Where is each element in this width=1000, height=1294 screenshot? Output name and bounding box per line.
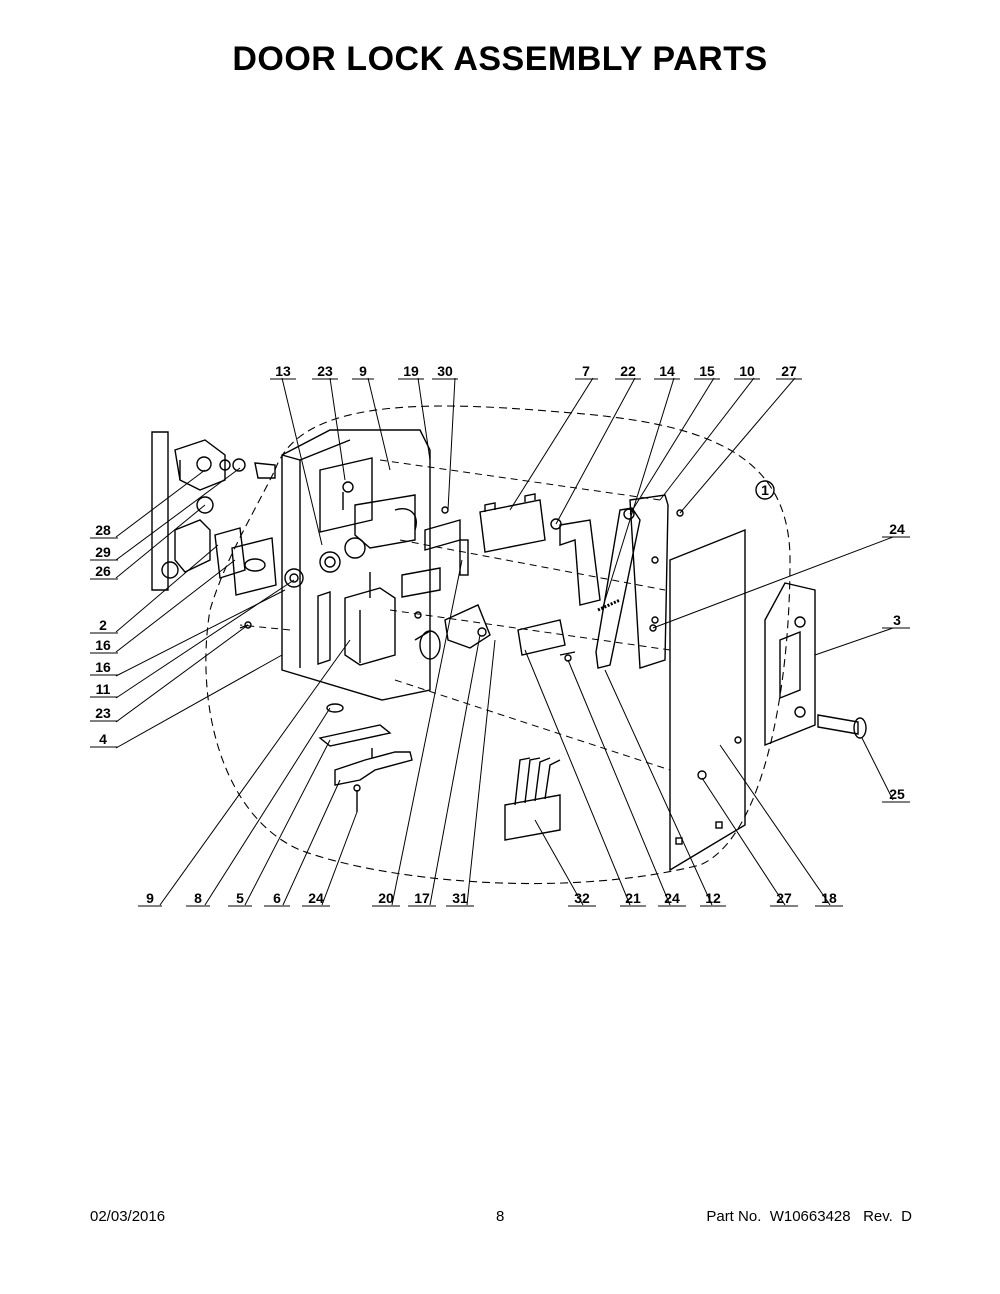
callout-label: 14 xyxy=(659,363,675,379)
callout-label: 23 xyxy=(317,363,333,379)
solenoid-part xyxy=(317,572,441,666)
gasket-plate xyxy=(231,537,277,596)
group-marker-circle xyxy=(755,480,775,500)
callout-label: 15 xyxy=(699,363,715,379)
callout-label: 16 xyxy=(95,659,111,675)
retaining-ring xyxy=(284,568,304,588)
callout-label: 16 xyxy=(95,637,111,653)
callout-label: 13 xyxy=(275,363,291,379)
callout-label: 22 xyxy=(620,363,636,379)
washer xyxy=(326,703,344,713)
callout-label: 10 xyxy=(739,363,755,379)
callout-label: 25 xyxy=(889,786,905,802)
wire-connector xyxy=(504,757,561,841)
callout-label: 6 xyxy=(273,890,281,906)
callout-label: 24 xyxy=(889,521,905,537)
callout-label: 30 xyxy=(437,363,453,379)
callout-label: 24 xyxy=(308,890,324,906)
bracket-part xyxy=(151,431,276,591)
callout-label: 7 xyxy=(582,363,590,379)
callout-label: 18 xyxy=(821,890,837,906)
footer-part-number: Part No. W10663428 Rev. D xyxy=(706,1208,912,1225)
callout-label: 5 xyxy=(236,890,244,906)
spring xyxy=(597,598,621,612)
callout-label: 9 xyxy=(146,890,154,906)
group-outline xyxy=(205,405,791,885)
insulator-plate xyxy=(318,724,392,747)
side-plate xyxy=(629,494,669,669)
callout-label: 29 xyxy=(95,544,111,560)
callout-label: 3 xyxy=(893,612,901,628)
callout-label: 8 xyxy=(194,890,202,906)
lower-switch xyxy=(334,748,413,812)
callout-label: 28 xyxy=(95,522,111,538)
callout-label: 27 xyxy=(776,890,792,906)
middle-switch xyxy=(517,619,576,656)
callout-label: 2 xyxy=(99,617,107,633)
gasket-plate xyxy=(214,527,246,579)
callout-label: 24 xyxy=(664,890,680,906)
top-switch xyxy=(479,493,562,553)
callout-label: 12 xyxy=(705,890,721,906)
callout-label: 19 xyxy=(403,363,419,379)
callout-label: 26 xyxy=(95,563,111,579)
callout-label: 23 xyxy=(95,705,111,721)
callout-label: 31 xyxy=(452,890,468,906)
group-marker-label: 1 xyxy=(761,482,769,498)
lever-arm xyxy=(595,507,641,669)
cover-plate xyxy=(669,528,746,872)
strike-plate xyxy=(764,582,816,747)
footer-date: 02/03/2016 xyxy=(90,1208,166,1225)
callout-label: 32 xyxy=(574,890,590,906)
callout-label: 9 xyxy=(359,363,367,379)
lever-part xyxy=(444,604,491,649)
page-title: DOOR LOCK ASSEMBLY PARTS xyxy=(232,40,768,78)
callout-label: 4 xyxy=(99,731,107,747)
callout-label: 17 xyxy=(414,890,430,906)
footer-page-number: 8 xyxy=(496,1208,505,1225)
callout-label: 21 xyxy=(625,890,641,906)
callout-label: 27 xyxy=(781,363,797,379)
callout-label: 11 xyxy=(96,681,111,697)
callout-label: 20 xyxy=(378,890,394,906)
bolt-part xyxy=(817,714,867,739)
